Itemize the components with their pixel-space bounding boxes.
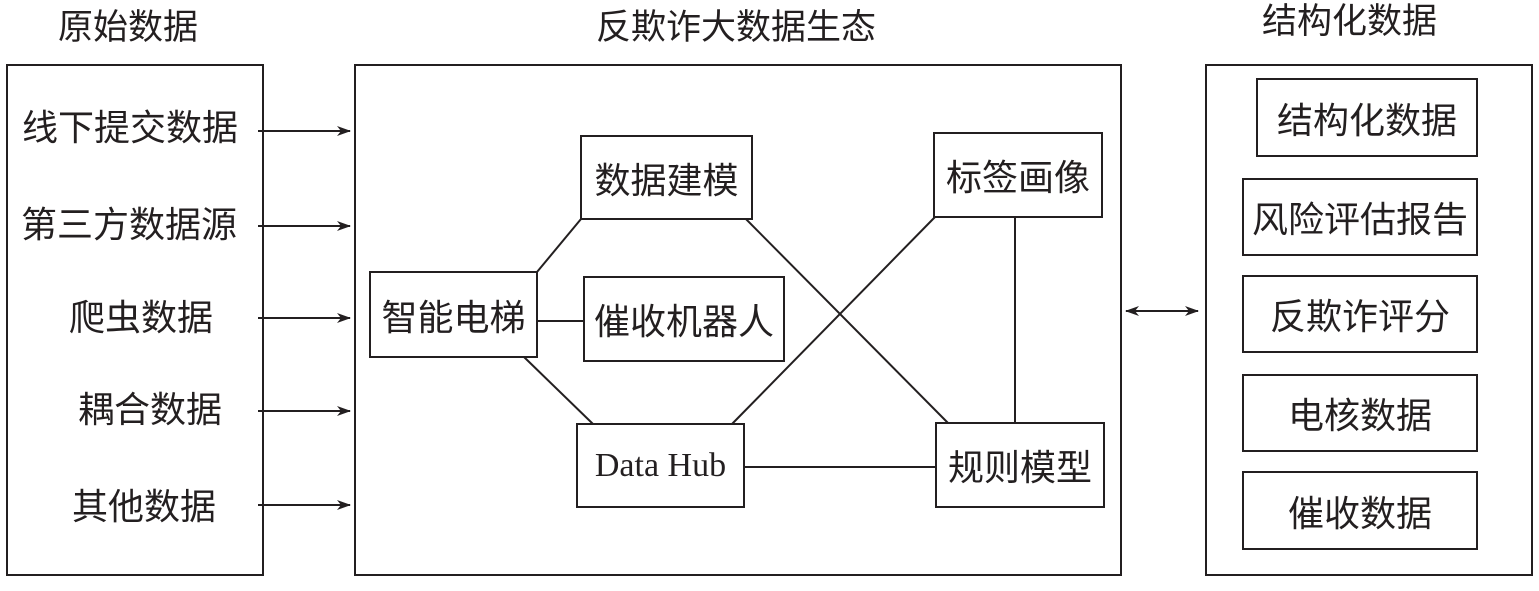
link-hub-tag xyxy=(731,216,936,425)
ecosystem-panel xyxy=(354,64,1122,576)
link-modeling-rule xyxy=(736,209,949,424)
source-other-data: 其他数据 xyxy=(72,487,217,528)
node-tag-profile: 标签画像 xyxy=(933,132,1103,218)
node-collection-robot: 催收机器人 xyxy=(583,276,785,362)
link-elevator-hub xyxy=(523,356,594,425)
structured-data-panel xyxy=(1205,64,1533,576)
output-verification-data: 电核数据 xyxy=(1242,374,1478,452)
output-risk-report: 风险评估报告 xyxy=(1242,178,1478,256)
raw-data-panel xyxy=(6,64,264,576)
output-structured-data: 结构化数据 xyxy=(1256,78,1478,157)
source-coupled-data: 耦合数据 xyxy=(78,390,223,431)
output-collection-data: 催收数据 xyxy=(1242,471,1478,550)
link-elevator-modeling xyxy=(536,218,582,273)
ecosystem-title: 反欺诈大数据生态 xyxy=(596,8,877,48)
source-offline-data: 线下提交数据 xyxy=(22,108,239,149)
node-data-hub: Data Hub xyxy=(576,423,745,508)
source-crawler-data: 爬虫数据 xyxy=(69,298,214,339)
node-rule-model: 规则模型 xyxy=(935,422,1105,508)
structured-data-title: 结构化数据 xyxy=(1262,2,1438,42)
source-third-party: 第三方数据源 xyxy=(21,205,238,246)
node-smart-elevator: 智能电梯 xyxy=(369,271,538,358)
output-antifraud-score: 反欺诈评分 xyxy=(1242,275,1478,353)
node-data-modeling: 数据建模 xyxy=(580,135,753,220)
raw-data-title: 原始数据 xyxy=(58,8,199,48)
